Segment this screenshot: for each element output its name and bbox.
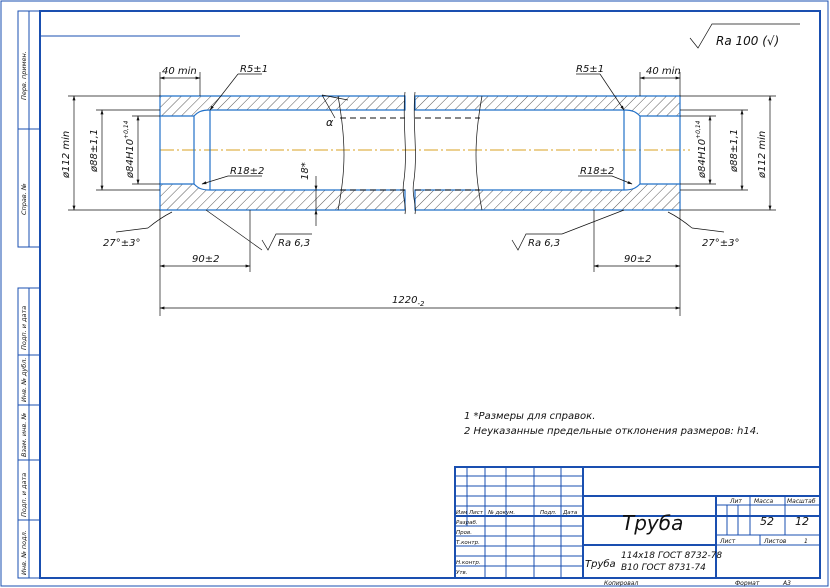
dim-radius-large-left: R18±2 [230,166,264,177]
col-letter: Лит [729,498,742,505]
material-prefix: Труба [585,558,616,570]
rev-header-date: Дата [562,510,578,516]
dim-end-length-right: 90±2 [624,254,651,265]
mass-value: 52 [760,515,774,528]
role-tech-control: Т.контр. [456,540,480,546]
wall-section-left-bottom [159,183,406,211]
dim-bevel-angle-right: 27°±3° [702,238,739,249]
dim-roughness-right: Ra 6,3 [528,238,560,249]
col-mass: Масса [754,498,773,505]
technical-notes: 1 *Размеры для справок. 2 Неуказанные пр… [464,411,759,437]
title-block-texts: Изм Лист № докум. Подп. Дата Разраб. Про… [456,498,816,587]
rev-header-change: Изм [456,510,467,516]
material-line-1: 114x18 ГОСТ 8732-78 [621,551,722,561]
sheets-value: 1 [804,538,808,545]
dim-chamfer-length-left: 40 min [162,66,197,77]
general-roughness-symbol: Ra 100 (√) [689,23,800,49]
drawing-title: Труба [622,511,683,535]
dim-bore-diameter-right-value: ø84H10 [697,139,708,179]
dim-overall-length-value: 1220 [392,295,417,306]
title-block [454,466,821,579]
wall-section-right-bottom [414,183,681,211]
wall-section-right-top [414,95,681,117]
format-label: Формат [735,580,760,587]
dim-outer-diameter-right: ø112 min [757,131,768,179]
role-checker: Пров. [456,530,472,536]
dim-radius-small-right: R5±1 [576,64,604,75]
dim-bore-diameter-left-value: ø84H10 [125,139,136,179]
side-labels: Перв. примен. Справ. № Подп. и дата Инв.… [20,51,28,575]
role-developer: Разраб. [456,520,478,526]
dim-body-diameter-right: ø88±1,1 [729,129,740,173]
role-norm-control: Н.контр. [456,560,481,566]
side-label: Подп. и дата [20,306,28,350]
side-label: Перв. примен. [20,51,28,100]
note-2: 2 Неуказанные предельные отклонения разм… [464,426,759,437]
dim-bore-diameter-right: ø84H10+0,14 [695,120,708,179]
side-label: Инв. № дубл. [20,358,28,402]
material-line-2: В10 ГОСТ 8731-74 [621,563,706,573]
dimension-texts: 40 min 40 min R5±1 R5±1 α ø112 min ø88±1… [61,64,768,308]
dim-radius-small-left: R5±1 [240,64,268,75]
note-1: 1 *Размеры для справок. [464,411,595,422]
pipe-part [159,91,690,215]
dim-chamfer-length-right: 40 min [646,66,681,77]
dim-bore-tolerance-right: +0,14 [695,120,702,139]
scale-value: 12 [795,515,809,528]
side-label: Справ. № [20,183,28,215]
side-label: Инв. № подл. [20,530,28,575]
rev-header-sheet: Лист [468,510,484,516]
side-label: Подп. и дата [20,473,28,517]
copied-label: Копировал [604,580,638,587]
dim-bevel-angle-left: 27°±3° [103,238,140,249]
dim-overall-length: 1220-2 [392,295,425,308]
dim-radius-large-right: R18±2 [580,166,614,177]
dim-overall-length-tolerance: -2 [417,300,425,308]
dim-end-length-left: 90±2 [192,254,219,265]
dim-angle-alpha: α [326,116,334,129]
side-label: Взам. инв. № [20,413,28,457]
wall-section-left-top [159,95,406,117]
dim-bore-tolerance-left: +0,14 [123,120,130,139]
dim-outer-diameter-left: ø112 min [61,131,72,179]
dim-body-diameter-left: ø88±1,1 [89,129,100,173]
role-approved: Утв. [456,570,468,576]
rev-header-sign: Подп. [540,510,557,516]
sheet-label: Лист [719,538,736,545]
general-roughness-text: Ra 100 (√) [716,34,779,48]
dimension-lines [68,72,776,316]
dim-roughness-left: Ra 6,3 [278,238,310,249]
format-value: A3 [782,580,791,587]
dim-bore-diameter-left: ø84H10+0,14 [123,120,136,179]
rev-header-doc: № докум. [487,510,515,516]
sheets-label: Листов [763,538,787,545]
dim-wall-thickness: 18* [300,162,311,180]
col-scale: Масштаб [787,498,816,505]
